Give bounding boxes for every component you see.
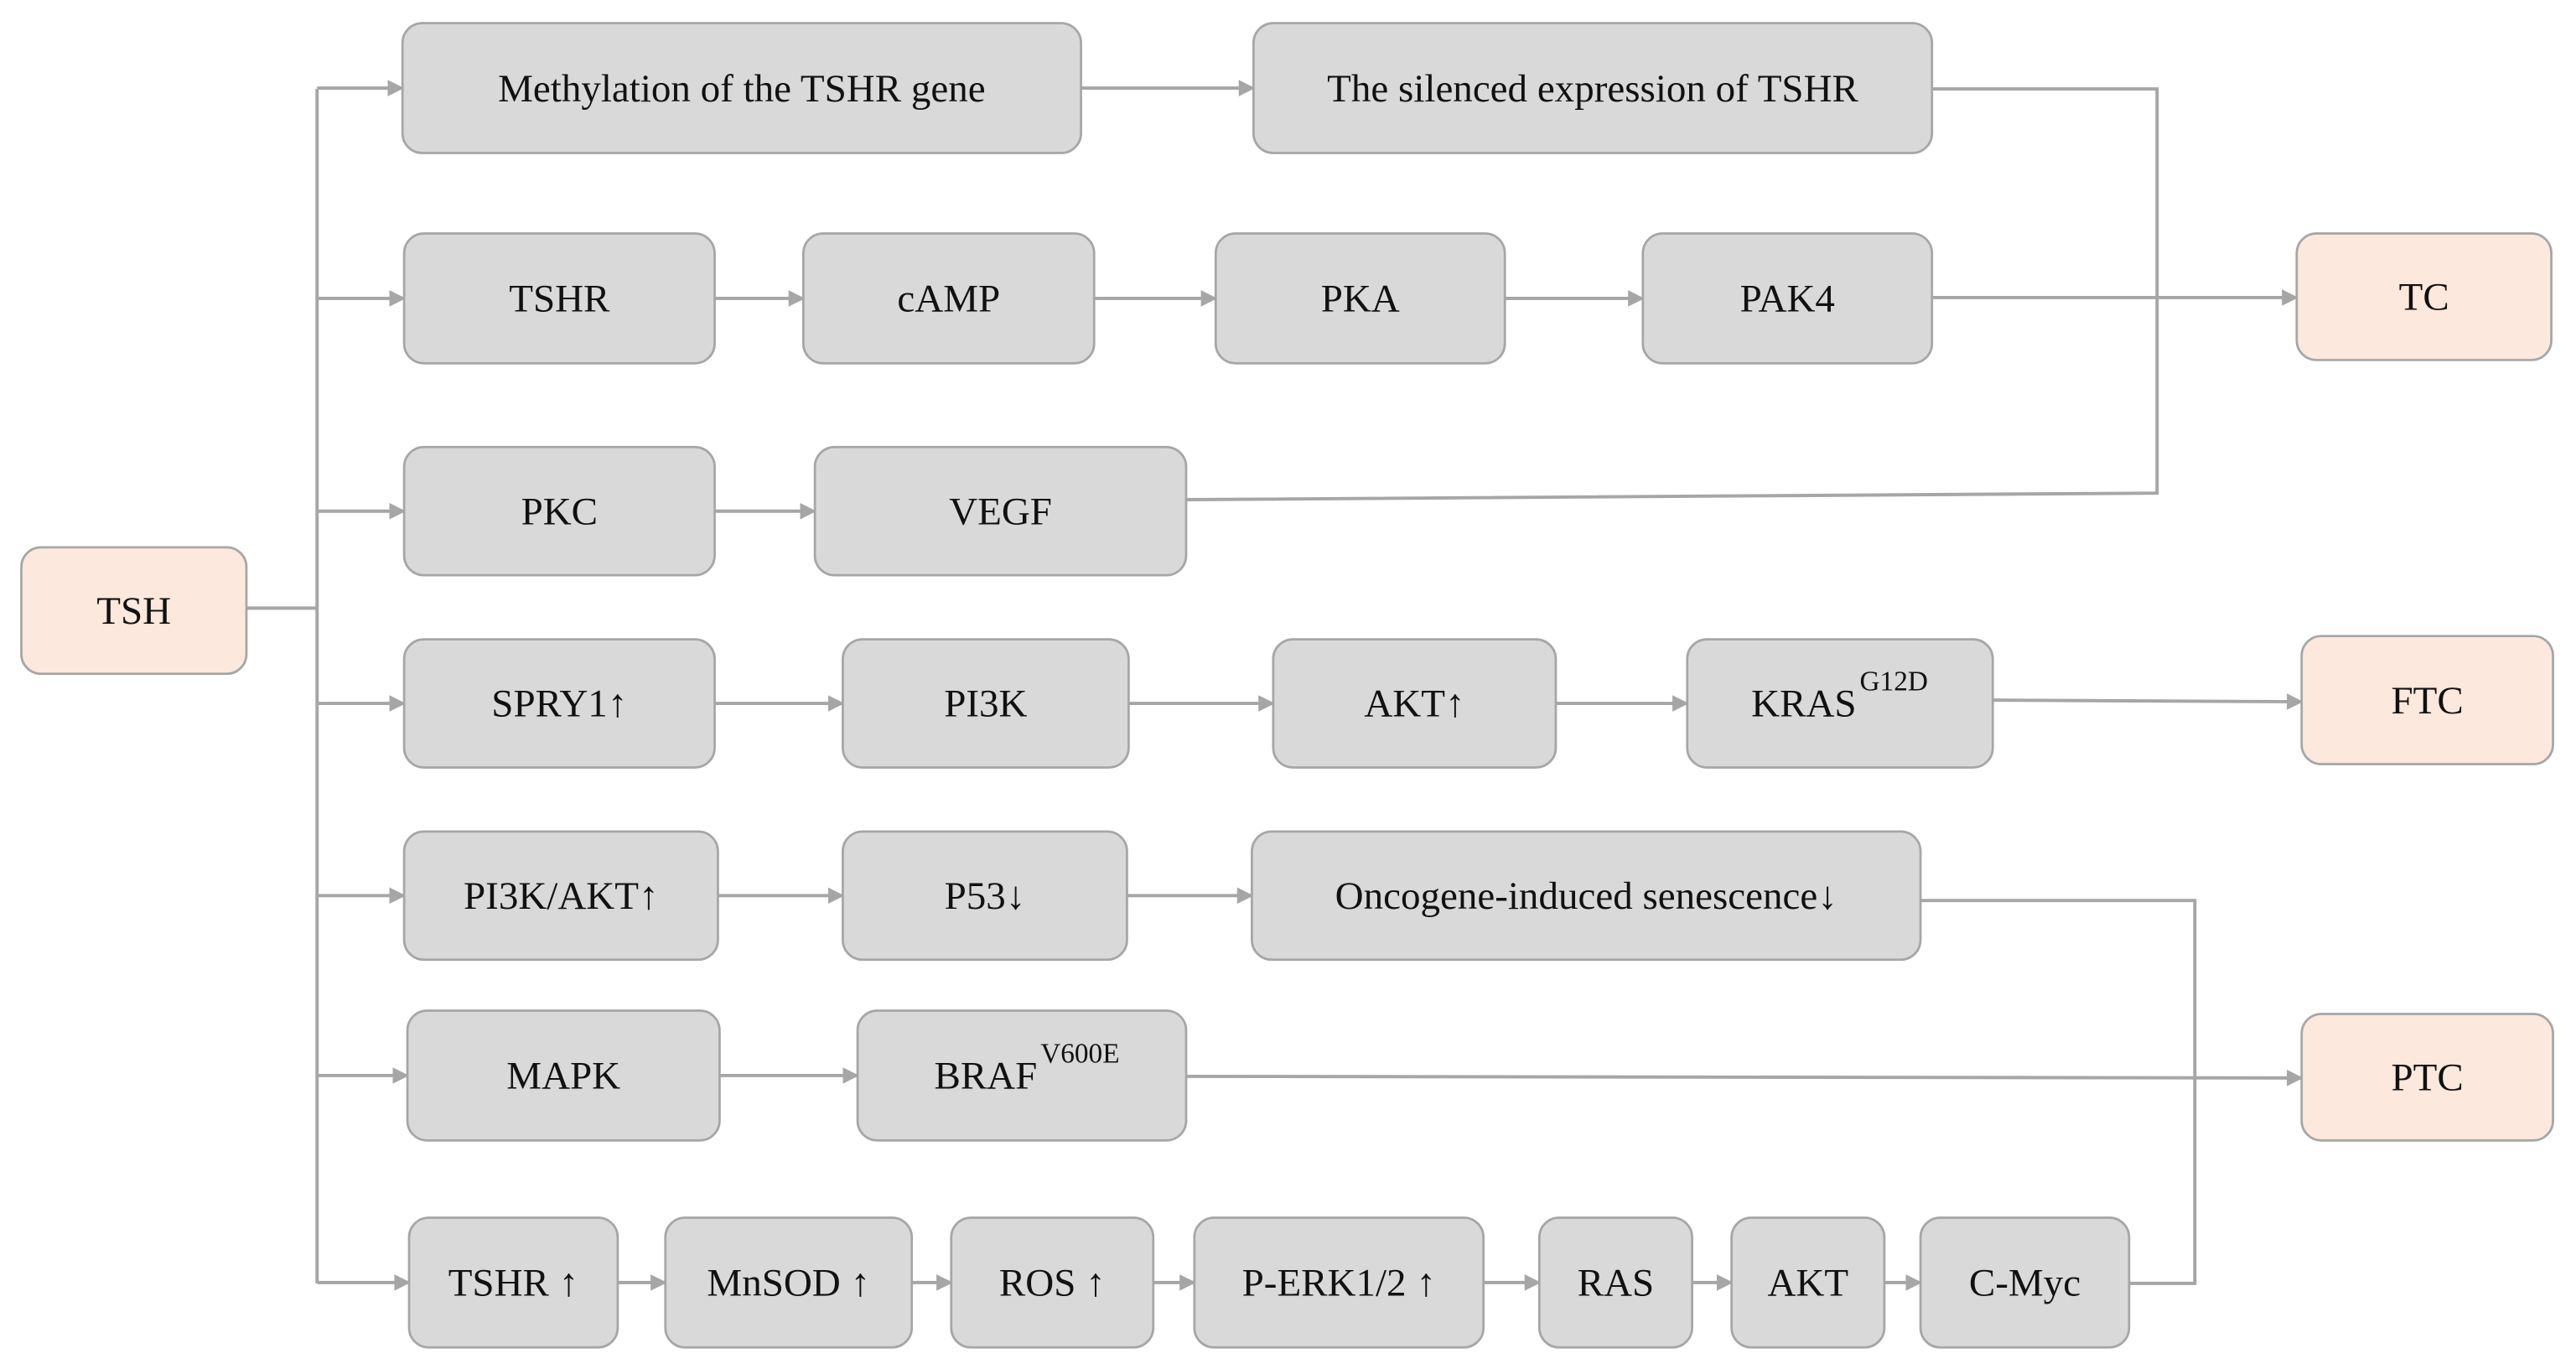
node-label: BRAF: [934, 1055, 1037, 1098]
node-box: [401, 22, 1082, 154]
node-label: P-ERK1/2 ↑: [1242, 1262, 1436, 1305]
node-box: [842, 638, 1130, 769]
node-box: [1272, 638, 1558, 769]
node-label: PI3K/AKT↑: [464, 874, 658, 918]
node-ftc: FTC: [2300, 635, 2554, 765]
node-label: C-Myc: [1969, 1262, 2081, 1305]
node-label: Methylation of the TSHR gene: [498, 67, 986, 111]
node-label: FTC: [2392, 679, 2464, 723]
node-box: [402, 638, 716, 769]
node-row3-1: PKC: [402, 445, 716, 577]
node-row1-2: The silenced expression of TSHR: [1252, 22, 1934, 154]
node-label: PI3K: [944, 682, 1027, 726]
node-row1-1: Methylation of the TSHR gene: [401, 22, 1082, 154]
node-box: [1686, 638, 1994, 769]
node-tsh: TSH: [20, 546, 248, 676]
node-box: [402, 445, 716, 577]
node-ptc: PTC: [2300, 1013, 2554, 1142]
node-tc: TC: [2295, 232, 2553, 361]
node-label: PKC: [521, 490, 598, 533]
node-row2-2: cAMP: [801, 232, 1096, 365]
node-box: [1730, 1216, 1886, 1349]
node-row5-1: PI3K/AKT↑: [402, 830, 719, 962]
node-box: [664, 1216, 914, 1349]
node-box: [813, 445, 1188, 577]
node-label: Oncogene-induced senescence↓: [1335, 874, 1837, 918]
node-box: [402, 830, 719, 962]
node-label: TSHR ↑: [448, 1262, 578, 1305]
connector-line: [1920, 899, 2197, 1285]
node-label: RAS: [1578, 1262, 1654, 1305]
node-label: MAPK: [506, 1055, 620, 1098]
node-box: [1193, 1216, 1485, 1349]
node-box: [1537, 1216, 1693, 1349]
node-row7-5: RAS: [1537, 1216, 1693, 1349]
node-box: [407, 1216, 619, 1349]
node-box: [842, 830, 1128, 962]
node-label: The silenced expression of TSHR: [1327, 67, 1858, 111]
connector-line: [1185, 87, 2159, 501]
node-label: MnSOD ↑: [707, 1262, 870, 1305]
nodes: TSH Methylation of the TSHR gene The silen…: [20, 22, 2554, 1349]
arrow: [1993, 693, 2304, 710]
node-box: [2300, 635, 2554, 765]
node-label: PAK4: [1740, 277, 1835, 321]
node-label: PTC: [2392, 1056, 2464, 1100]
node-box: [1641, 232, 1934, 365]
node-label: TSHR: [509, 277, 610, 321]
node-row7-6: AKT: [1730, 1216, 1886, 1349]
node-label: TC: [2399, 276, 2449, 319]
node-row2-1: TSHR: [402, 232, 716, 365]
node-label: SPRY1↑: [491, 682, 627, 726]
node-superscript: V600E: [1040, 1038, 1119, 1069]
node-box: [2295, 232, 2553, 361]
node-row5-3: Oncogene-induced senescence↓: [1251, 830, 1922, 962]
arrow: [1185, 1070, 2304, 1086]
node-row7-4: P-ERK1/2 ↑: [1193, 1216, 1485, 1349]
node-box: [1251, 830, 1922, 962]
node-label: AKT↑: [1364, 682, 1464, 726]
node-row3-2: VEGF: [813, 445, 1188, 577]
node-box: [856, 1009, 1188, 1142]
node-superscript: G12D: [1860, 666, 1928, 697]
node-row4-2: PI3K: [842, 638, 1130, 769]
node-row2-4: PAK4: [1641, 232, 1934, 365]
node-label: VEGF: [949, 490, 1052, 533]
node-label: PKA: [1321, 277, 1400, 321]
node-label: KRAS: [1751, 682, 1856, 726]
node-box: [801, 232, 1096, 365]
node-row5-2: P53↓: [842, 830, 1128, 962]
node-row4-1: SPRY1↑: [402, 638, 716, 769]
node-box: [2300, 1013, 2554, 1142]
node-row6-1: MAPK: [406, 1009, 721, 1142]
node-box: [1214, 232, 1506, 365]
node-box: [402, 232, 716, 365]
node-row7-3: ROS ↑: [950, 1216, 1155, 1349]
node-box: [1252, 22, 1934, 154]
node-label: cAMP: [897, 277, 1000, 321]
node-row2-3: PKA: [1214, 232, 1506, 365]
node-label: TSH: [96, 589, 171, 633]
node-row7-7: C-Myc: [1919, 1216, 2131, 1349]
node-box: [406, 1009, 721, 1142]
connectors: [246, 80, 2304, 1291]
node-box: [1919, 1216, 2131, 1349]
node-box: [20, 546, 248, 676]
node-label: AKT: [1767, 1262, 1848, 1305]
node-row4-3: AKT↑: [1272, 638, 1558, 769]
node-box: [950, 1216, 1155, 1349]
node-label: ROS ↑: [999, 1262, 1106, 1305]
node-row7-2: MnSOD ↑: [664, 1216, 914, 1349]
node-row7-1: TSHR ↑: [407, 1216, 619, 1349]
node-label: P53↓: [945, 874, 1026, 918]
